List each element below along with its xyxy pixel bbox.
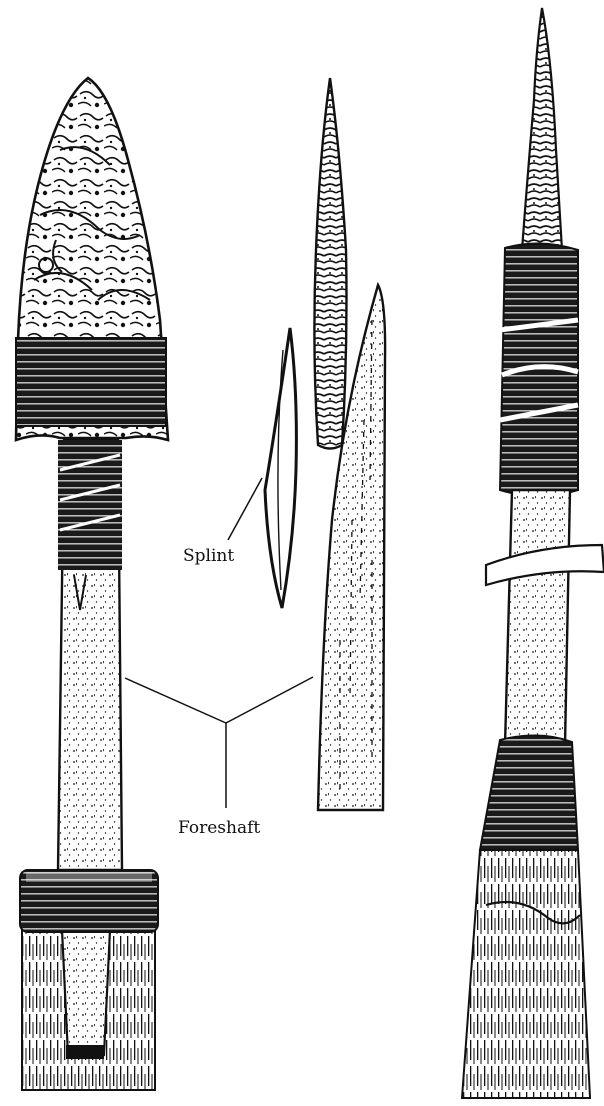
foreshaft-leader-left bbox=[125, 678, 226, 723]
right-shaft bbox=[505, 490, 570, 745]
splint-label: Splint bbox=[183, 546, 234, 566]
foreshaft-label: Foreshaft bbox=[178, 818, 260, 838]
left-spear bbox=[16, 78, 168, 1090]
foreshaft-callout: Foreshaft bbox=[125, 677, 313, 838]
right-serrated-tip bbox=[522, 8, 562, 250]
splint-callout: Splint bbox=[183, 478, 262, 566]
left-shaft-socket bbox=[62, 930, 110, 1055]
left-foreshaft-wrap bbox=[58, 440, 122, 570]
right-fletching bbox=[462, 850, 590, 1098]
splint bbox=[265, 328, 296, 608]
right-spear bbox=[462, 8, 604, 1098]
right-lower-binding bbox=[480, 735, 578, 855]
serrated-point bbox=[314, 78, 346, 449]
left-lower-binding-top bbox=[26, 872, 152, 882]
middle-pieces bbox=[265, 78, 385, 810]
splint-leader-line bbox=[228, 478, 262, 540]
left-socket-base bbox=[66, 1045, 104, 1059]
foreshaft-leader-right bbox=[226, 677, 313, 723]
left-upper-binding bbox=[16, 338, 166, 426]
